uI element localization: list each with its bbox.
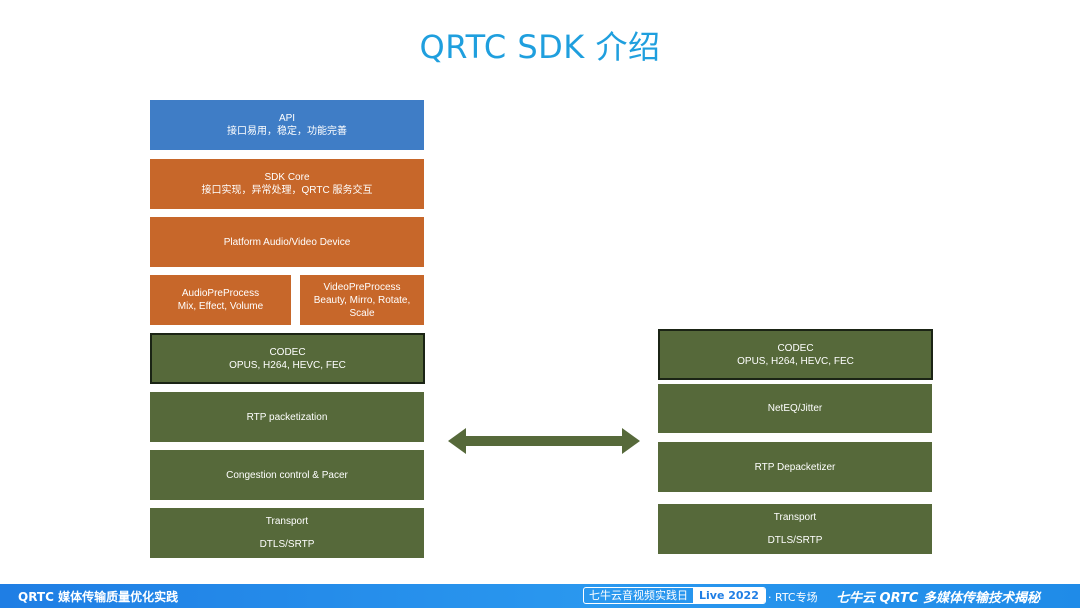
receiver-transport-title: Transport (773, 512, 817, 523)
sdk-core-title: SDK Core (264, 172, 310, 183)
footer-talk-title: 七牛云 QRTC 多媒体传输技术揭秘 (836, 591, 1040, 606)
api-block: API 接口易用，稳定，功能完善 (150, 100, 424, 150)
api-block-title: API (278, 113, 296, 124)
receiver-codec-title: CODEC (777, 342, 814, 354)
sender-transport-block: Transport DTLS/SRTP (150, 508, 424, 558)
rtp-depacketizer-title: RTP Depacketizer (754, 461, 836, 473)
sender-codec-desc: OPUS, H264, HEVC, FEC (229, 359, 346, 371)
footer-session-title: QRTC 媒体传输质量优化实践 (18, 590, 179, 604)
video-preprocess-title: VideoPreProcess (323, 281, 401, 293)
neteq-jitter-title: NetEQ/Jitter (767, 403, 823, 414)
rtp-packetization-block: RTP packetization (150, 392, 424, 442)
bidirectional-arrow-icon (448, 428, 640, 454)
platform-device-block: Platform Audio/Video Device (150, 217, 424, 267)
api-block-desc: 接口易用，稳定，功能完善 (227, 126, 347, 137)
receiver-codec-block: CODEC OPUS, H264, HEVC, FEC (658, 329, 933, 380)
rtp-packetization-title: RTP packetization (246, 411, 328, 423)
sdk-core-desc: 接口实现，异常处理，QRTC 服务交互 (201, 185, 373, 196)
rtp-depacketizer-block: RTP Depacketizer (658, 442, 932, 492)
video-preprocess-desc-2: Scale (349, 307, 375, 319)
footer-track-tag: · RTC专场 (768, 591, 818, 604)
sender-codec-block: CODEC OPUS, H264, HEVC, FEC (150, 333, 425, 384)
audio-preprocess-block: AudioPreProcess Mix, Effect, Volume (150, 275, 291, 325)
congestion-control-block: Congestion control & Pacer (150, 450, 424, 500)
sender-transport-desc: DTLS/SRTP (259, 539, 315, 550)
sdk-core-block: SDK Core 接口实现，异常处理，QRTC 服务交互 (150, 159, 424, 209)
platform-device-title: Platform Audio/Video Device (223, 236, 351, 248)
video-preprocess-desc: Beauty, Mirro, Rotate, (313, 294, 411, 306)
sender-transport-title: Transport (265, 516, 309, 527)
audio-preprocess-title: AudioPreProcess (181, 288, 260, 299)
video-preprocess-block: VideoPreProcess Beauty, Mirro, Rotate, S… (300, 275, 424, 325)
event-year: Live 2022 (693, 588, 765, 603)
congestion-control-title: Congestion control & Pacer (226, 469, 348, 481)
event-name: 七牛云音视频实践日 (589, 589, 688, 602)
event-badge: 七牛云音视频实践日 Live 2022 (583, 587, 766, 604)
neteq-jitter-block: NetEQ/Jitter (658, 384, 932, 433)
receiver-transport-desc: DTLS/SRTP (767, 535, 823, 546)
receiver-transport-block: Transport DTLS/SRTP (658, 504, 932, 554)
receiver-codec-desc: OPUS, H264, HEVC, FEC (737, 355, 854, 367)
audio-preprocess-desc: Mix, Effect, Volume (177, 301, 264, 312)
page-title: QRTC SDK 介绍 (419, 28, 661, 66)
sender-codec-title: CODEC (269, 346, 306, 358)
footer-bar: QRTC 媒体传输质量优化实践 七牛云音视频实践日 Live 2022 · RT… (0, 584, 1080, 608)
